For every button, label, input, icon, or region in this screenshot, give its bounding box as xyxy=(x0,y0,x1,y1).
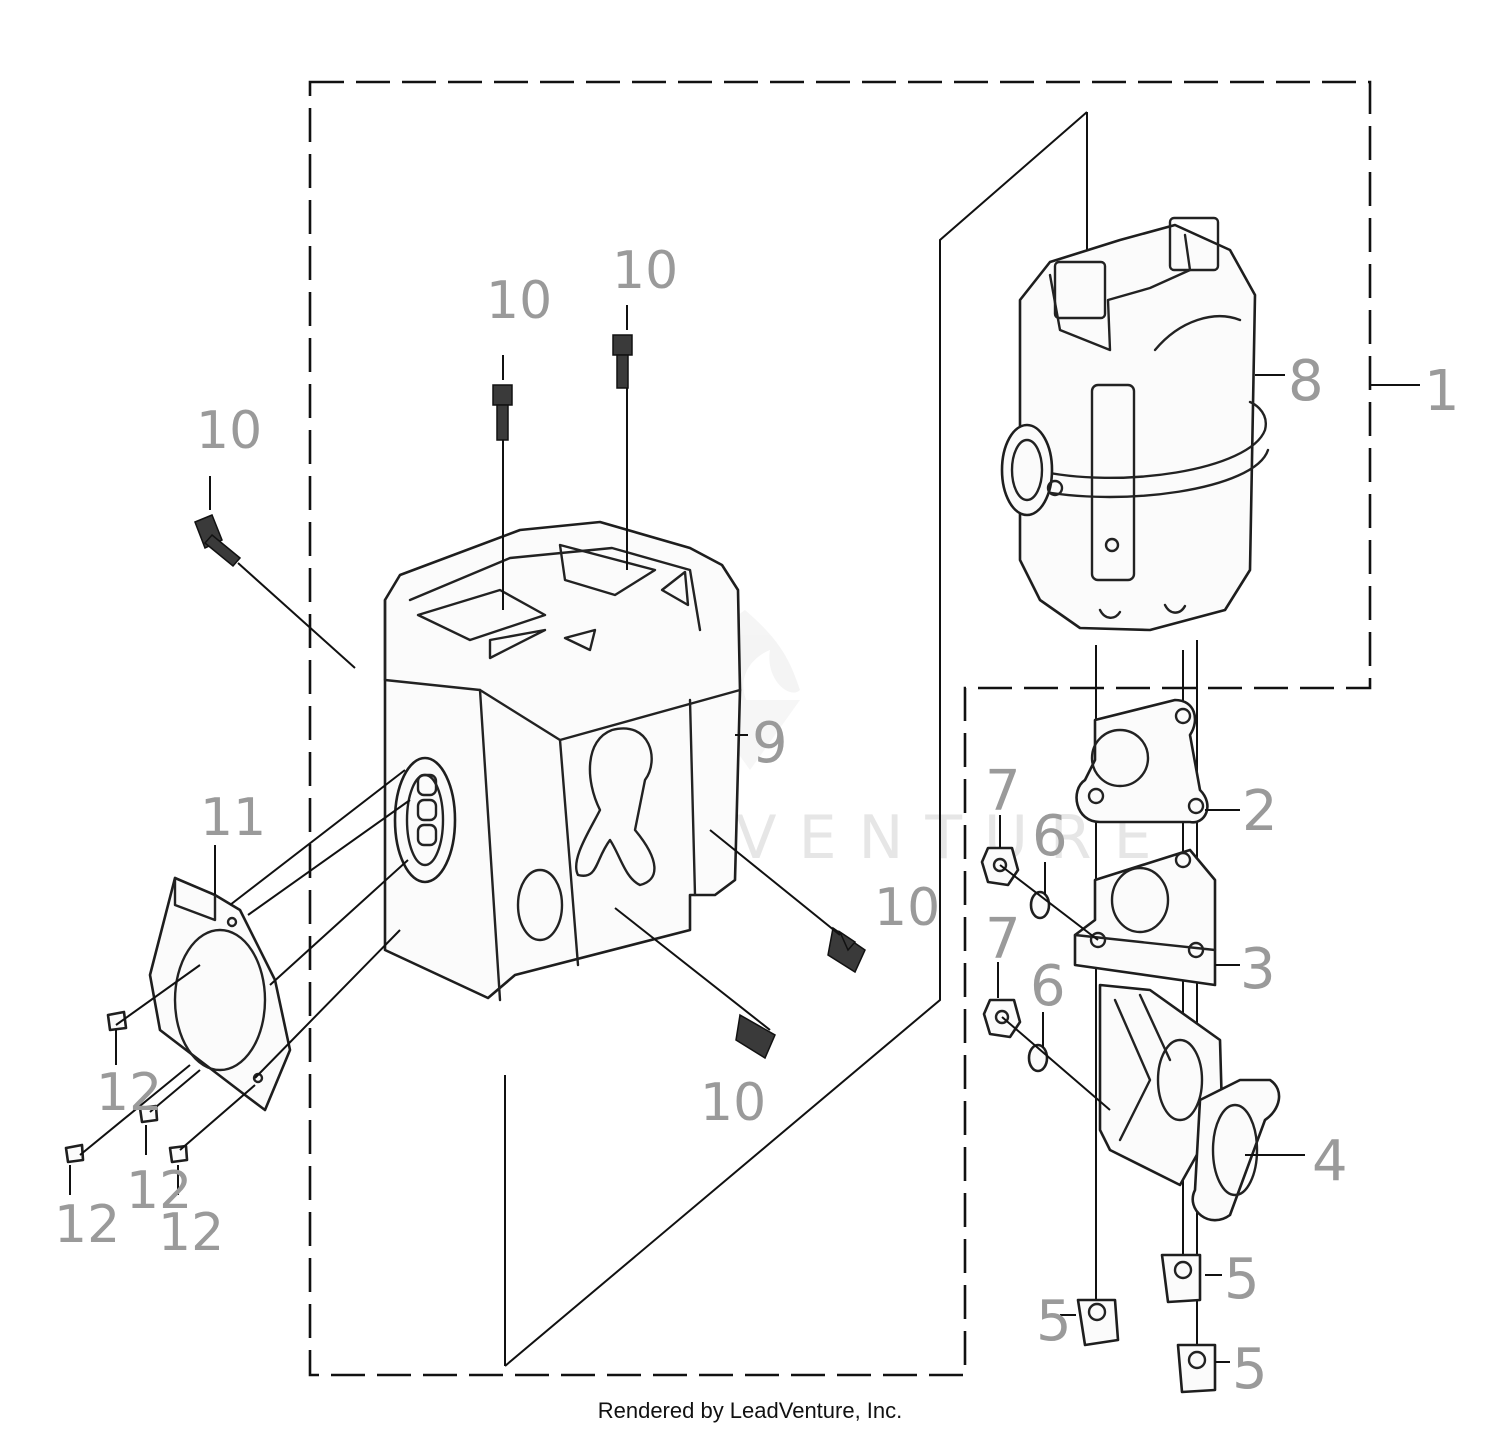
guide-line-top xyxy=(504,111,1088,1367)
bolt xyxy=(612,334,633,389)
callout-1: 1 xyxy=(1424,359,1460,424)
callout-5b: 5 xyxy=(1036,1289,1072,1354)
callout-7b: 7 xyxy=(985,907,1021,972)
leader xyxy=(1001,1016,1111,1111)
hex-nut xyxy=(982,998,1022,1039)
bolt xyxy=(827,926,866,974)
callout-12d: 12 xyxy=(158,1203,224,1263)
callout-10b: 10 xyxy=(612,241,678,301)
muffler-heat-shield xyxy=(383,520,742,1002)
callout-12c: 12 xyxy=(54,1195,120,1255)
callout-6b: 6 xyxy=(1030,954,1066,1019)
callout-8: 8 xyxy=(1288,349,1324,414)
spark-arrestor-cap xyxy=(148,876,292,1112)
air-filter-housing xyxy=(1000,216,1270,632)
group-1-outline xyxy=(308,80,1372,1377)
bolt xyxy=(194,514,242,568)
callout-6a: 6 xyxy=(1032,804,1068,869)
callout-10c: 10 xyxy=(196,401,262,461)
flange-block xyxy=(1073,848,1217,987)
leader xyxy=(999,864,1099,941)
callout-12b: 12 xyxy=(126,1161,192,1221)
callout-3: 3 xyxy=(1240,937,1276,1002)
callout-9: 9 xyxy=(752,711,788,776)
small-bolt xyxy=(64,1143,85,1164)
callout-5a: 5 xyxy=(1224,1247,1260,1312)
callout-7a: 7 xyxy=(985,759,1021,824)
flange-nut xyxy=(1176,1343,1217,1394)
callout-4: 4 xyxy=(1312,1129,1348,1194)
callout-5c: 5 xyxy=(1232,1337,1268,1402)
flange-nut xyxy=(1076,1298,1120,1347)
bolt xyxy=(492,384,513,441)
callout-12a: 12 xyxy=(96,1063,162,1123)
callout-10a: 10 xyxy=(486,271,552,331)
gasket xyxy=(1075,698,1209,824)
flange-nut xyxy=(1160,1253,1202,1304)
bolt xyxy=(735,1013,776,1060)
leader-lines xyxy=(69,305,1420,1363)
small-bolt xyxy=(168,1144,189,1164)
exhaust-elbow xyxy=(1098,983,1281,1222)
hex-nut xyxy=(980,846,1020,887)
callout-2: 2 xyxy=(1242,779,1278,844)
callout-10e: 10 xyxy=(700,1073,766,1133)
callout-11: 11 xyxy=(200,788,266,848)
render-credit: Rendered by LeadVenture, Inc. xyxy=(597,1398,903,1423)
callout-10d: 10 xyxy=(874,878,940,938)
small-bolt xyxy=(106,1010,128,1032)
